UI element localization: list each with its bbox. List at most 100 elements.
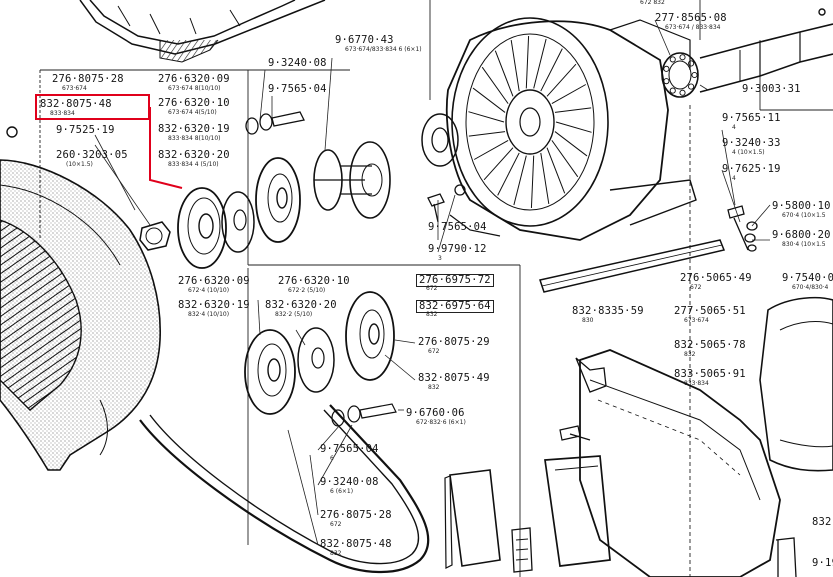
- part-number-832-5065-78: 832·5065·78: [674, 339, 746, 351]
- part-number-832-8335-59: 832·8335·59: [572, 305, 644, 317]
- fan-blade: [494, 50, 514, 97]
- fan-blade: [546, 147, 566, 194]
- part-number-9-6770-43: 9·6770·43: [335, 34, 394, 46]
- bearing-ball: [679, 89, 686, 96]
- part-number-277-8565-08: 277·8565·08: [655, 12, 727, 24]
- fan-blade: [540, 48, 563, 92]
- fan-blade: [473, 139, 509, 160]
- fan-blade: [468, 131, 506, 137]
- fan-blade: [468, 111, 505, 123]
- part-note-832-8075-48-low: 832: [330, 550, 342, 557]
- fan-blade: [551, 84, 587, 105]
- belt-guard: [0, 159, 162, 471]
- part-note-9-7540-04: 670·4/830·4: [792, 284, 829, 291]
- part-note-9-6800-20: 830·4 (10×1.5: [782, 241, 826, 248]
- part-number-276-6320-09-mid: 276·6320·09: [178, 275, 250, 287]
- bearing-ball: [688, 83, 695, 90]
- v-belt: [139, 404, 430, 574]
- bearing-shaft: [661, 23, 833, 98]
- fan-blade: [555, 121, 592, 133]
- part-number-832-8075-48-top: 832·8075·48: [40, 98, 112, 110]
- part-number-9-6760-06: 9·6760·06: [406, 407, 465, 419]
- fan-blade: [551, 140, 579, 178]
- bearing-ball: [679, 54, 686, 61]
- part-note-9-3240-33: 4 (10×1.5): [732, 149, 765, 156]
- part-note-832-8075-48-top: 833·834: [50, 110, 75, 117]
- bearing-ball: [663, 78, 670, 85]
- fan-housing: [445, 17, 697, 241]
- part-note-832-5065-78: 832: [684, 351, 696, 358]
- part-note-276-8075-28-top: 673·674: [62, 85, 87, 92]
- bearing-ball: [688, 60, 695, 67]
- part-note-832-8335-59: 830: [582, 317, 594, 324]
- part-note-276-6975-72: 672: [426, 285, 438, 292]
- part-number-276-6975-72: 276·6975·72: [416, 274, 494, 287]
- part-number-9-7540-04: 9·7540·04: [782, 272, 833, 284]
- part-note-276-6320-09-top: 673·674 8(10/10): [168, 85, 221, 92]
- part-number-9-7525-19: 9·7525·19: [56, 124, 115, 136]
- part-number-260-3203-05: 260·3203·05: [56, 149, 128, 161]
- part-number-276-5065-49: 276·5065·49: [680, 272, 752, 284]
- part-number-832-6320-20-top: 832·6320·20: [158, 149, 230, 161]
- highlight-box: [35, 94, 150, 120]
- part-number-276-8075-28-low: 276·8075·28: [320, 509, 392, 521]
- part-note-276-6320-09-mid: 672·4 (10/10): [188, 287, 230, 294]
- part-number-9-7565-11: 9·7565·11: [722, 112, 781, 124]
- part-note-9-7565-11: 4: [732, 124, 736, 131]
- part-note-832-6320-19-mid: 832·4 (10/10): [188, 311, 230, 318]
- part-number-9-7565-04-top: 9·7565·04: [268, 83, 327, 95]
- right-covers: [444, 296, 833, 577]
- highlight-leader: [149, 107, 183, 189]
- fan-blade: [554, 131, 588, 157]
- part-note-276-6320-10-mid: 672·2 (5/10): [288, 287, 326, 294]
- layout-rules: [39, 0, 833, 577]
- bearing-ball: [669, 87, 676, 94]
- part-note-260-3203-05: (10×1.5): [66, 161, 93, 168]
- part-number-9-5800-10: 9·5800·10: [772, 200, 831, 212]
- part-number-9-3240-08-low: 9·3240·08: [320, 476, 379, 488]
- part-note-9-9790-12: 3: [438, 255, 442, 262]
- fan-blade: [483, 147, 514, 181]
- bottom-pulley-assembly: [244, 291, 397, 427]
- part-number-9-6800-20: 9·6800·20: [772, 229, 831, 241]
- part-number-9-7625-19: 9·7625·19: [722, 163, 781, 175]
- fan-blade: [513, 155, 527, 206]
- part-note-9-7625-19: 4: [732, 175, 736, 182]
- part-note-832-6975-64: 832: [426, 311, 438, 318]
- part-number-832-8075-48-low: 832·8075·48: [320, 538, 392, 550]
- part-number-832-6975-64: 832·6975·64: [416, 300, 494, 313]
- part-note-9-7565-04-low: 6: [330, 455, 334, 462]
- fan-blade: [540, 152, 550, 205]
- bearing-ball: [691, 71, 698, 79]
- part-number-9-19-edge: 9·19: [812, 557, 833, 569]
- part-number-9-3240-33: 9·3240·33: [722, 137, 781, 149]
- part-note-277-8565-08: 673·674 / 833·834: [665, 24, 721, 31]
- part-number-833-5065-91: 833·5065·91: [674, 368, 746, 380]
- long-strip: [539, 239, 726, 293]
- part-number-9-9790-12: 9·9790·12: [428, 243, 487, 255]
- bearing-ball: [663, 65, 670, 72]
- part-note-276-5065-49: 672: [690, 284, 702, 291]
- part-number-276-6320-10-mid: 276·6320·10: [278, 275, 350, 287]
- part-note-832-6320-19-top: 833·834 8(10/10): [168, 135, 221, 142]
- part-note-833-5065-91: 833·834: [684, 380, 709, 387]
- part-note-672-832: 672 832: [640, 0, 665, 6]
- small-hardware-top: [245, 111, 466, 223]
- part-note-9-6770-43: 673·674/833·834 6 (6×1): [345, 46, 422, 53]
- leader-lines: [94, 19, 771, 546]
- part-note-832-6320-20-top: 833·834 4 (5/10): [168, 161, 219, 168]
- fan-blade: [510, 39, 520, 92]
- right-bolt-stack: [727, 205, 758, 252]
- fan-blade: [497, 152, 520, 196]
- part-number-832-8075-49: 832·8075·49: [418, 372, 490, 384]
- part-number-832-edge: 832: [812, 516, 832, 528]
- part-note-276-6320-10-top: 673·674 4(5/10): [168, 109, 217, 116]
- part-number-9-3003-31: 9·3003·31: [742, 83, 801, 95]
- fan-blade: [533, 38, 547, 89]
- part-note-277-5065-51: 673·674: [684, 317, 709, 324]
- part-note-9-6760-06: 672·832·6 (6×1): [416, 419, 466, 426]
- fan-blade: [554, 107, 592, 113]
- part-number-832-6320-19-top: 832·6320·19: [158, 123, 230, 135]
- part-number-276-8075-29: 276·8075·29: [418, 336, 490, 348]
